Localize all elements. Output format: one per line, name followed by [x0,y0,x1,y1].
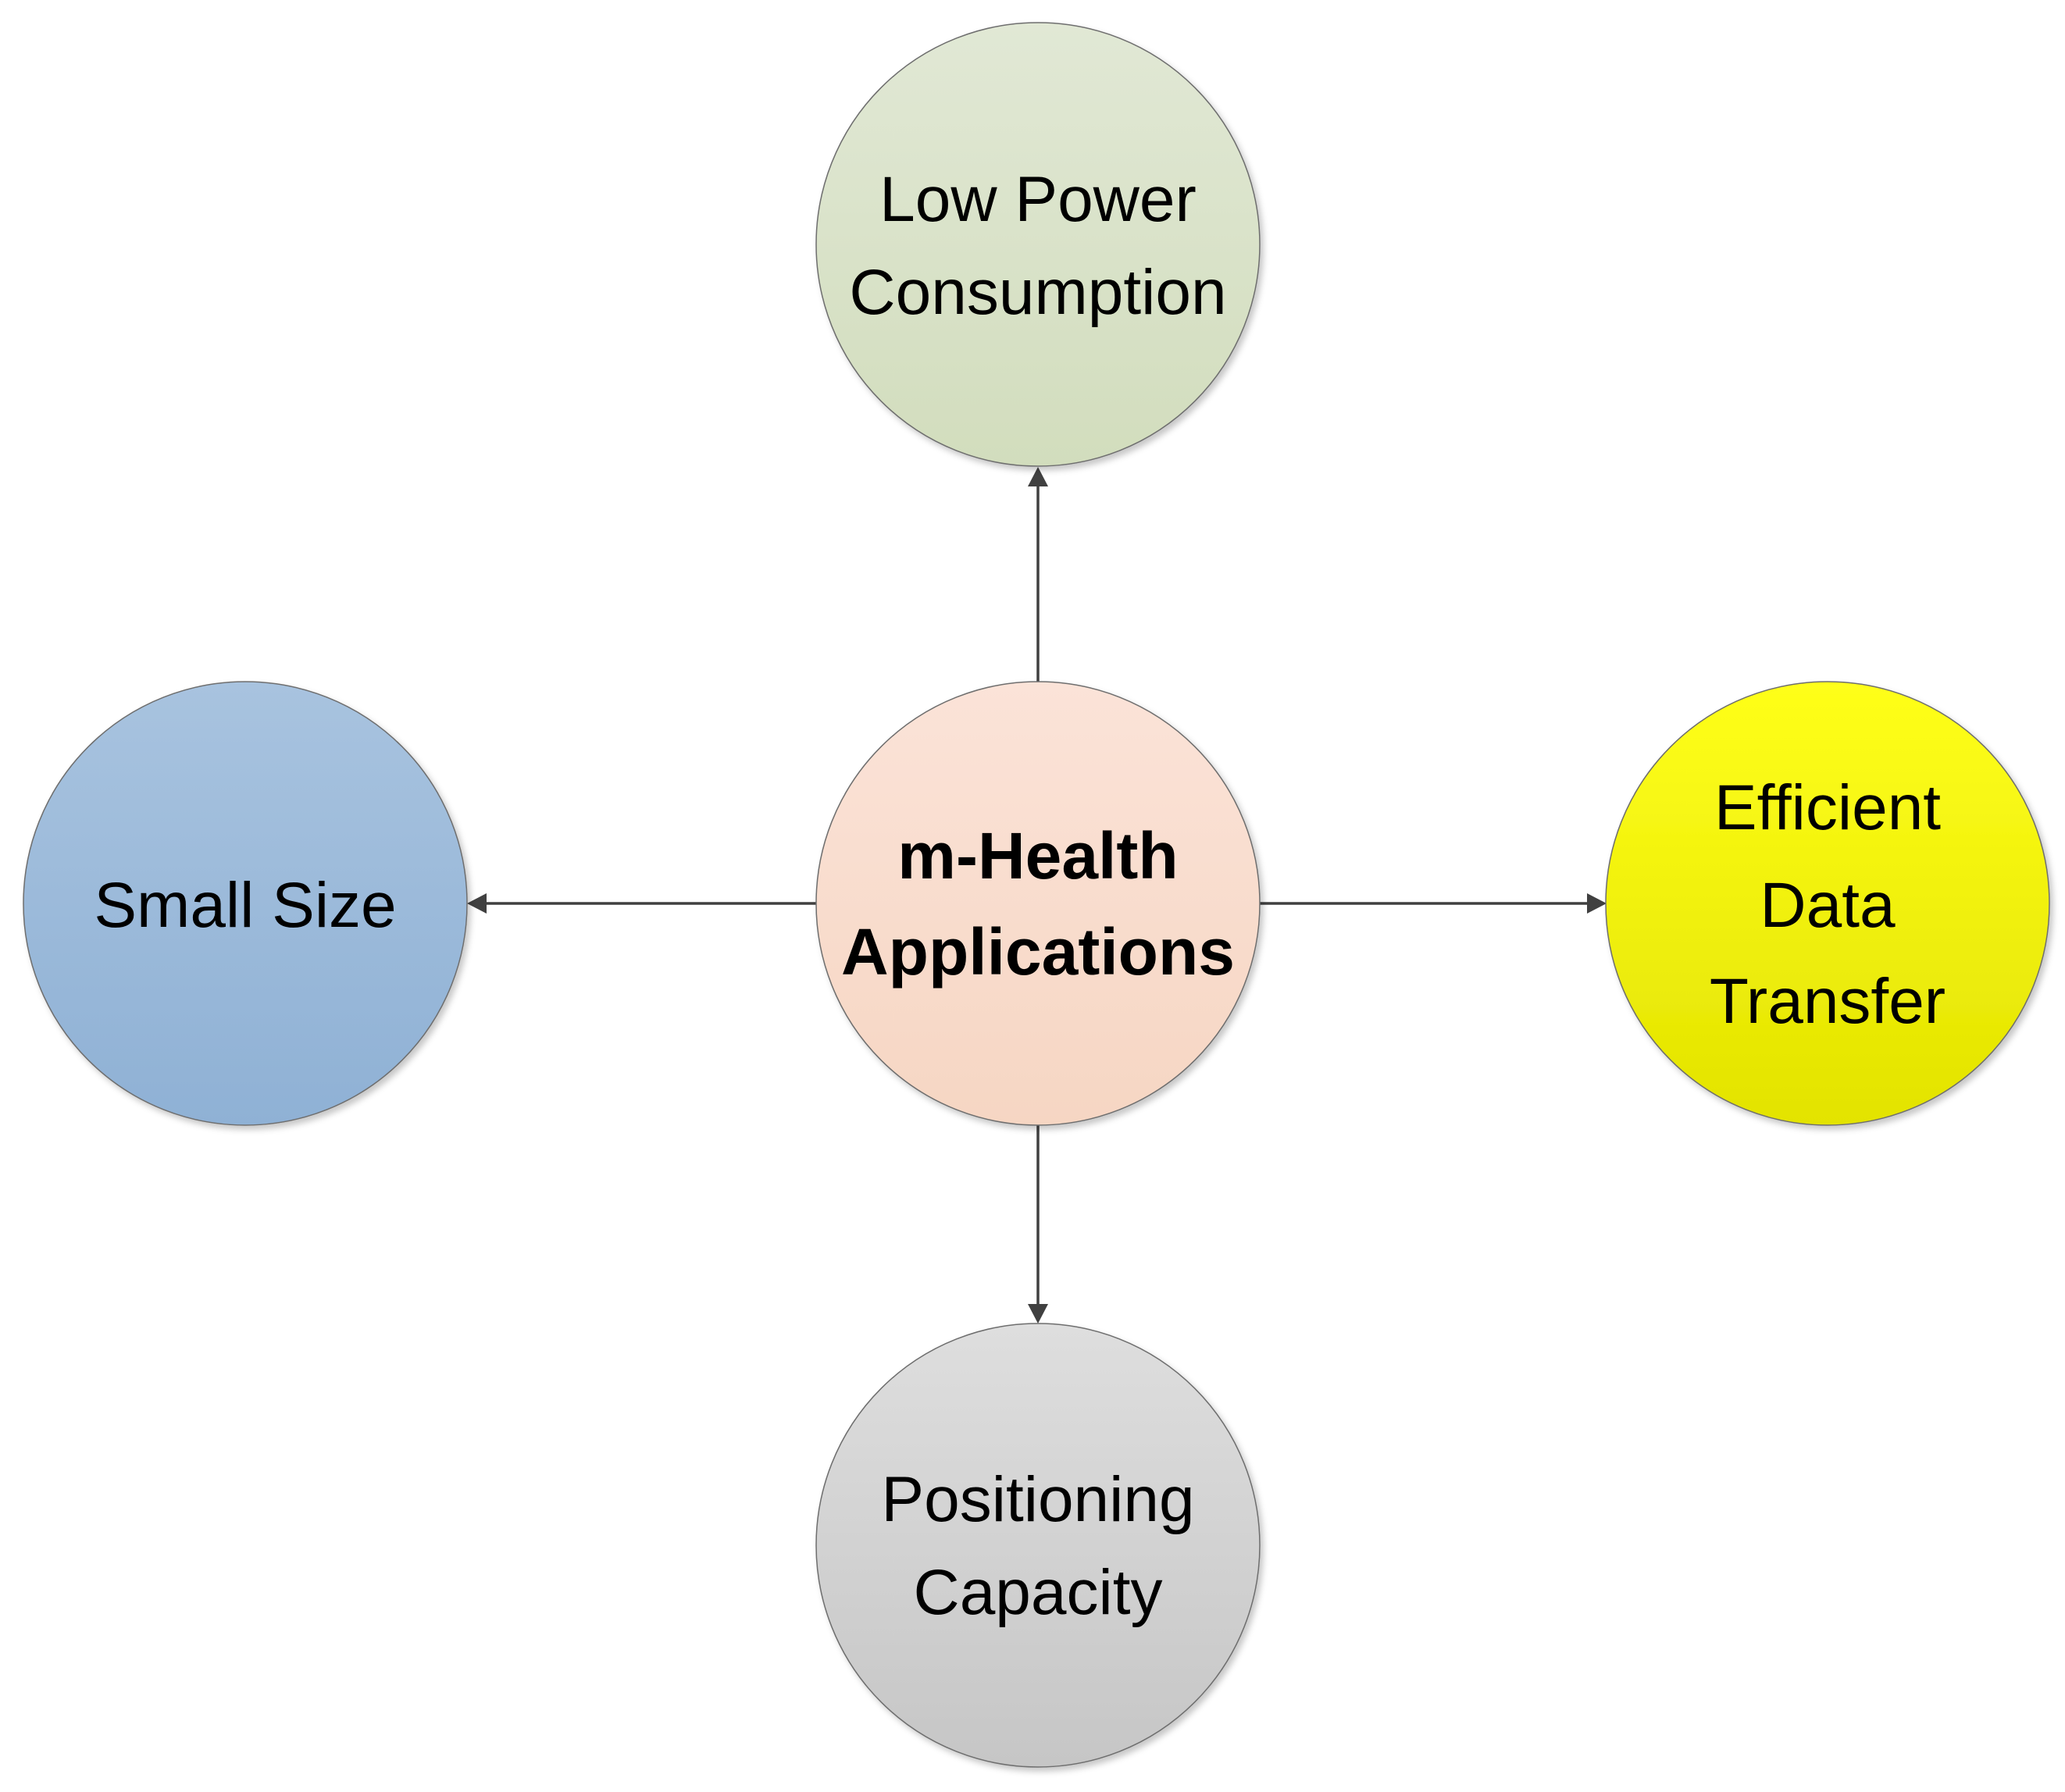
node-efficient-data-transfer: Efficient Data Transfer [1605,681,2050,1126]
node-circle-right [1605,681,2050,1126]
node-top-line-1: Low Power [879,164,1197,235]
node-bottom-line-1: Positioning [881,1464,1194,1535]
node-top-line-2: Consumption [849,257,1226,328]
node-center-line-2: Applications [841,915,1235,989]
arrow-to-efficient-data-transfer [1259,893,1607,914]
node-right-line-1: Efficient [1714,772,1941,843]
arrow-to-positioning-capacity [1028,1124,1048,1324]
node-left-line-1: Small Size [94,870,396,941]
node-low-power-consumption: Low Power Consumption [815,22,1261,467]
arrows [467,467,1607,1324]
node-right-line-3: Transfer [1710,966,1946,1037]
node-mhealth-applications: m-Health Applications [815,681,1261,1126]
node-circle-top [815,22,1261,467]
arrow-to-low-power-consumption [1028,467,1048,683]
node-circle-center [815,681,1261,1126]
node-small-size: Small Size [23,681,468,1126]
node-positioning-capacity: Positioning Capacity [815,1323,1261,1768]
arrow-to-small-size [467,893,816,914]
node-center-line-1: m-Health [897,819,1178,892]
node-circle-bottom [815,1323,1261,1768]
node-circle-left [23,681,468,1126]
node-right-line-2: Data [1760,870,1896,941]
node-bottom-line-2: Capacity [913,1557,1162,1628]
